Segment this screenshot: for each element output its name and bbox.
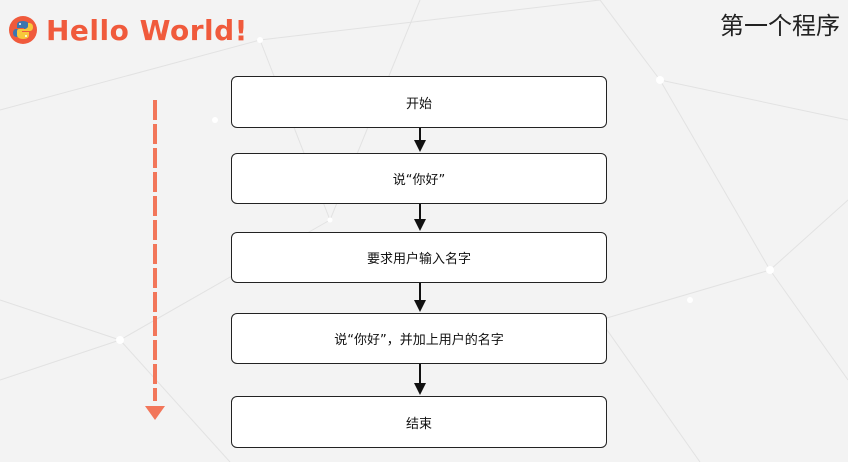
flow-step-end: 结束 <box>231 396 607 448</box>
flow-step-start: 开始 <box>231 76 607 128</box>
page-subtitle: 第一个程序 <box>720 12 840 40</box>
down-arrow-icon <box>414 283 426 312</box>
down-arrow-icon <box>414 204 426 231</box>
flow-step-greet-with-name: 说“你好”，并加上用户的名字 <box>231 313 607 364</box>
flow-step-ask-name: 要求用户输入名字 <box>231 232 607 283</box>
python-logo-icon <box>9 16 37 44</box>
header-title: Hello World! <box>8 10 248 50</box>
down-arrow-icon <box>414 128 426 152</box>
down-arrow-icon <box>414 364 426 395</box>
page-title: Hello World! <box>46 13 248 47</box>
side-progress-arrow-icon <box>145 100 165 420</box>
flow-step-say-hello: 说“你好” <box>231 153 607 204</box>
